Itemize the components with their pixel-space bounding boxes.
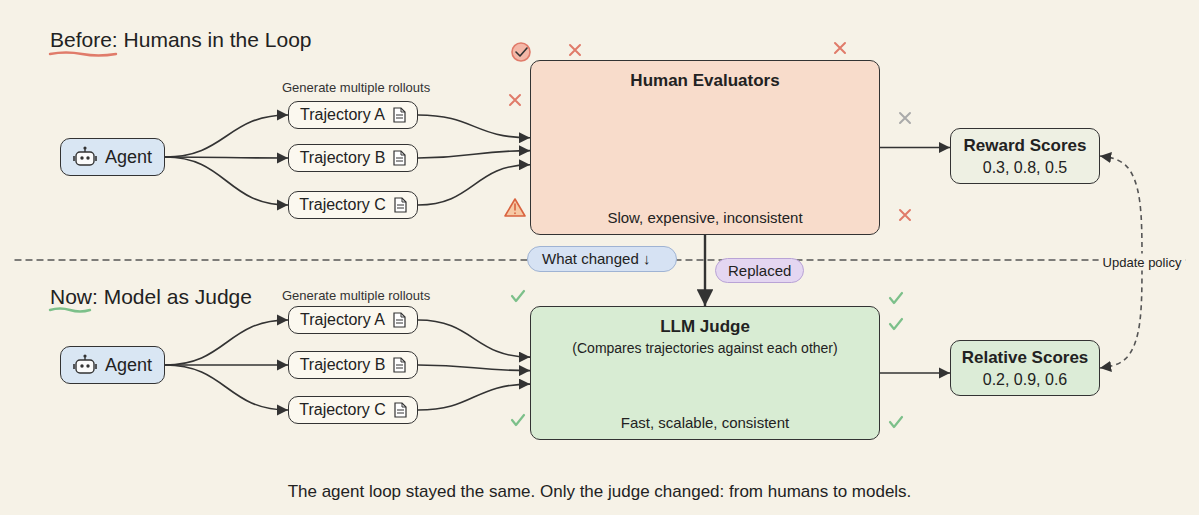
node-title: Trajectory B [300, 356, 386, 374]
error-mark [570, 45, 580, 55]
check-badge [516, 48, 527, 56]
section-heading: Now: Model as Judge [50, 285, 252, 309]
node-title: Relative Scores [962, 348, 1089, 368]
node-title: Agent [105, 147, 152, 168]
success-check [512, 291, 524, 301]
input-arrow [418, 115, 530, 138]
document-icon [393, 312, 406, 328]
node-text: Fast, scalable, consistent [621, 414, 789, 431]
input-arrow [418, 365, 530, 371]
node-title: Trajectory C [299, 401, 386, 419]
document-icon [393, 150, 406, 166]
document-icon [394, 197, 407, 213]
document-icon [393, 357, 406, 373]
replace-pill: Replaced [715, 258, 804, 283]
node-text: 0.3, 0.8, 0.5 [983, 159, 1068, 177]
trajectory-box: Trajectory C [288, 191, 418, 219]
node-title: Trajectory A [300, 311, 385, 329]
error-mark [900, 113, 910, 123]
node-title: LLM Judge [660, 317, 750, 337]
success-check [890, 293, 902, 303]
loop-label: Update policy [1099, 254, 1186, 271]
score-box: Reward Scores 0.3, 0.8, 0.5 [950, 128, 1100, 184]
heading-underline [50, 53, 116, 56]
node-title: Human Evaluators [630, 71, 779, 91]
node-title: What changed ↓ [542, 250, 662, 267]
input-arrow [418, 384, 530, 410]
node-text: (Compares trajectories against each othe… [572, 340, 837, 356]
node-title: Trajectory B [300, 149, 386, 167]
rollout-note: Generate multiple rollouts [282, 80, 430, 95]
trajectory-box: Trajectory C [288, 396, 418, 424]
rollout-arrow [165, 365, 288, 410]
success-check [890, 417, 902, 427]
agent-box: Agent [60, 138, 165, 176]
rollout-arrow [165, 115, 288, 157]
success-check [512, 415, 524, 425]
error-mark [510, 95, 520, 105]
change-pill: What changed ↓ [527, 246, 677, 272]
rollout-arrow [165, 157, 288, 158]
output-arrow [880, 147, 950, 149]
robot-icon [73, 354, 97, 376]
trajectory-box: Trajectory A [288, 306, 418, 334]
trajectory-box: Trajectory B [288, 351, 418, 379]
warning-sign [514, 204, 516, 214]
node-title: Reward Scores [964, 136, 1087, 156]
rollout-arrow [165, 364, 288, 366]
rollout-arrow [165, 320, 288, 365]
document-icon [393, 107, 406, 123]
error-mark [835, 43, 845, 53]
node-text: 0.2, 0.9, 0.6 [983, 371, 1068, 389]
heading-underline [50, 309, 90, 312]
trajectory-box: Trajectory A [288, 101, 418, 129]
trajectory-box: Trajectory B [288, 144, 418, 172]
evaluator-panel: Human EvaluatorsSlow, expensive, inconsi… [530, 60, 880, 235]
score-box: Relative Scores 0.2, 0.9, 0.6 [950, 340, 1100, 396]
input-arrow [418, 320, 530, 357]
check-badge [512, 43, 530, 61]
output-arrow [880, 372, 950, 374]
robot-icon [73, 146, 97, 168]
error-mark [900, 210, 910, 220]
caption: The agent loop stayed the same. Only the… [0, 482, 1199, 502]
agent-box: Agent [60, 346, 165, 384]
heading-underline [50, 53, 116, 312]
judge-panel: LLM Judge (Compares trajectories against … [530, 306, 880, 440]
replace-arrow [704, 235, 706, 306]
check-badge [512, 43, 530, 61]
node-title: Trajectory A [300, 106, 385, 124]
node-text: Slow, expensive, inconsistent [607, 209, 802, 226]
warning-sign [505, 199, 525, 216]
input-arrow [418, 165, 530, 205]
section-heading: Before: Humans in the Loop [50, 28, 312, 52]
node-title: Trajectory C [299, 196, 386, 214]
success-check [890, 319, 902, 329]
rollout-note: Generate multiple rollouts [282, 288, 430, 303]
document-icon [394, 402, 407, 418]
node-title: Agent [105, 355, 152, 376]
input-arrow [418, 151, 530, 158]
rollout-arrow [165, 157, 288, 205]
